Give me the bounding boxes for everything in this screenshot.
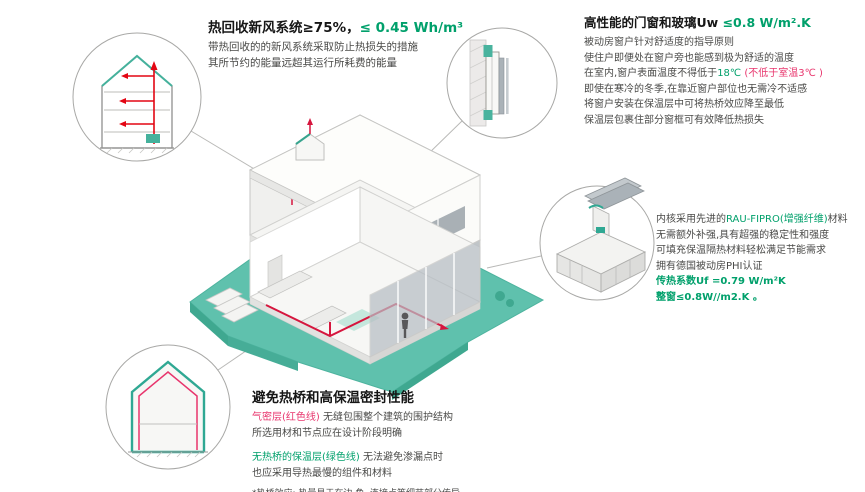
roof-insulation-line: [101, 54, 173, 87]
profile-uf-value: 传热系数Uf =0.79 W/m²K: [656, 276, 786, 287]
terrain-cliff-right: [392, 342, 468, 400]
terrain-cliff-front: [228, 336, 298, 371]
windows-line3-temp: 18℃: [717, 68, 742, 79]
windows-text-block: 高性能的门窗和玻璃Uw ≤0.8 W/m².K 被动房窗户针对舒适度的指导原则 …: [584, 12, 862, 128]
arrow-left: [119, 98, 126, 104]
heat-recovery-line2: 其所节约的能量远超其运行所耗费的能量: [208, 56, 397, 69]
shrub: [495, 291, 505, 301]
ground-hatch: [106, 147, 168, 154]
thermal-title: 避免热桥和高保温密封性能: [252, 390, 414, 406]
windows-line2: 使住户即便处在窗户旁也能感到极为舒适的温度: [584, 52, 794, 64]
profile-line1: 内核采用先进的RAU-FIPRO(增强纤维)材料: [656, 212, 864, 228]
thermal-line1-text: 无缝包围整个建筑的围护结构: [319, 412, 453, 423]
callout-window-profile: [539, 177, 655, 301]
thermal-footnote: *热桥效应: 热量易于在边,角, 连接点等细节部分传导: [252, 488, 612, 492]
section-fill: [132, 362, 204, 452]
leader-heat-recovery: [190, 130, 257, 171]
shrub: [506, 299, 514, 307]
profile-chambers: [569, 259, 631, 284]
heat-recovery-line1: 带热回收的的新风系统采取防止热损失的措施: [208, 41, 418, 53]
rug: [336, 309, 380, 331]
thermal-line2: 所选用材和节点应在设计阶段明确: [252, 427, 402, 439]
wall-hatch: [469, 43, 487, 117]
duct-arrow: [440, 324, 449, 330]
profile-line2: 无需额外补强,具有超强的稳定性和强度: [656, 229, 830, 241]
profile-text-block: 内核采用先进的RAU-FIPRO(增强纤维)材料 无需额外补强,具有超强的稳定性…: [656, 212, 864, 305]
windows-title-value: ≤0.8 W/m².K: [722, 15, 811, 30]
main-house: [248, 114, 482, 365]
gable-dormer-roofline: [295, 133, 311, 145]
profile-line1-pre: 内核采用先进的: [656, 214, 726, 225]
windows-line3-text: 在室内,窗户表面温度不得低于: [584, 68, 718, 79]
heat-recovery-title-value: ≤ 0.45 Wh/m³: [359, 20, 464, 36]
insulation-block: [483, 45, 493, 57]
ground-hatch: [136, 451, 201, 458]
airtight-layer-red: [138, 371, 198, 450]
thermal-line4: 也应采用导热最慢的组件和材料: [252, 467, 392, 479]
thermal-insulation-label: 无热桥的保温层(绿色线): [252, 452, 360, 463]
arrow-up: [150, 61, 158, 70]
kitchen-counter: [257, 270, 313, 299]
thermal-line3-text: 无法避免渗漏点时: [359, 452, 443, 463]
windows-line6: 保温层包裹住部分窗框可有效降低热损失: [584, 114, 764, 126]
stairs: [205, 287, 259, 323]
profile-line3: 可填充保温隔热材料轻松满足节能需求: [656, 245, 826, 256]
windows-title-main: 高性能的门窗和玻璃Uw: [584, 15, 723, 30]
heat-recovery-title: 热回收新风系统≥75%，≤ 0.45 Wh/m³: [208, 16, 578, 36]
windows-line3: 在室内,窗户表面温度不得低于18℃ (不低于室温3℃ ): [584, 66, 862, 82]
glazing-pane: [506, 58, 509, 114]
person-figure: [401, 312, 409, 338]
terrain-cliff-left: [190, 302, 228, 346]
windows-line4: 即使在寒冷的冬季,在靠近窗户部位也无需冷不适感: [584, 83, 808, 95]
profile-line1-post: 材料: [827, 214, 848, 225]
profile-line4: 拥有德国被动房PHI认证: [656, 260, 763, 272]
callout-heat-recovery: [72, 32, 202, 162]
gasket: [588, 204, 604, 209]
windows-line3-note: (不低于室温3℃ ): [741, 68, 823, 79]
roof-vent-arrow: [307, 118, 313, 125]
windows-line5: 将窗户安装在保温层中可将热桥效应降至最低: [584, 99, 784, 110]
thermal-text-block: 避免热桥和高保温密封性能 气密层(红色线) 无缝包围整个建筑的围护结构 所选用材…: [252, 386, 612, 492]
heat-recovery-title-main: 热回收新风系统≥75%，: [208, 20, 360, 36]
windows-title: 高性能的门窗和玻璃Uw ≤0.8 W/m².K: [584, 12, 862, 31]
thermal-line1: 气密层(红色线) 无缝包围整个建筑的围护结构: [252, 410, 612, 426]
profile-line1-material: RAU-FIPRO(增强纤维): [726, 214, 828, 225]
glazing-pane: [498, 57, 505, 115]
thermal-airtight-label: 气密层(红色线): [252, 412, 320, 423]
gable-dormer: [295, 133, 325, 161]
heat-recovery-unit: [146, 134, 160, 143]
heat-recovery-text-block: 热回收新风系统≥75%，≤ 0.45 Wh/m³ 带热回收的的新风系统采取防止热…: [208, 16, 578, 72]
arrow-left: [121, 73, 128, 79]
leader-window-profile: [486, 255, 542, 269]
arrow-left: [119, 121, 126, 127]
gasket-block: [596, 227, 605, 233]
callout-window-corner: [446, 27, 558, 139]
callout-thermal-bridge: [105, 344, 231, 470]
windows-line1: 被动房窗户针对舒适度的指导原则: [584, 37, 734, 48]
insulation-layer-green: [130, 360, 206, 452]
thermal-line3: 无热桥的保温层(绿色线) 无法避免渗漏点时: [252, 450, 612, 466]
insulation-block: [483, 110, 493, 120]
profile-uw-value: 整窗≤0.8W//m2.K 。: [656, 291, 763, 303]
